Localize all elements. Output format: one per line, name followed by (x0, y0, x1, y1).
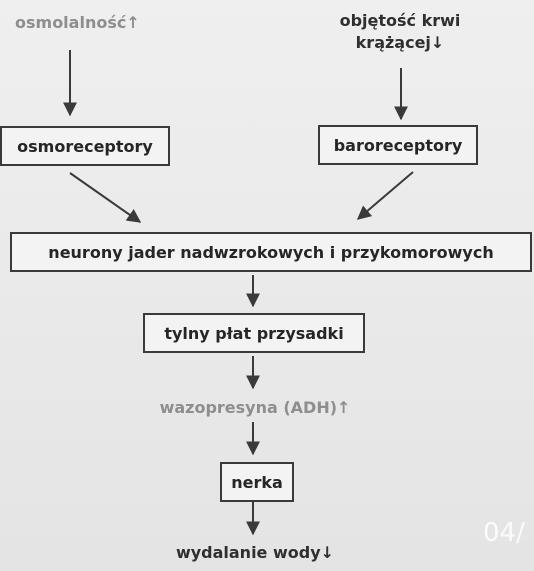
osmoreceptors-box: osmoreceptory (0, 126, 170, 166)
blood-volume-line2: krążącej↓ (355, 33, 445, 52)
kidney-box: nerka (220, 462, 294, 502)
blood-volume-line1: objętość krwi (339, 11, 461, 30)
arrow-osmoreceptors-to-neurons (69, 172, 142, 223)
osmolality-label: osmolalność↑ (15, 13, 140, 32)
arrow-baroreceptors-to-neurons (356, 171, 414, 220)
neurons-box: neurony jader nadwzrokowych i przykomoro… (10, 232, 532, 272)
blood-volume-label: objętość krwi krążącej↓ (325, 10, 475, 54)
water-excretion-label: wydalanie wody↓ (175, 543, 335, 562)
posterior-pituitary-box: tylny płat przysadki (143, 313, 365, 353)
slide-number-watermark: 04/ (483, 518, 525, 548)
vasopressin-label: wazopresyna (ADH)↑ (159, 398, 351, 417)
baroreceptors-box: baroreceptory (318, 125, 478, 165)
